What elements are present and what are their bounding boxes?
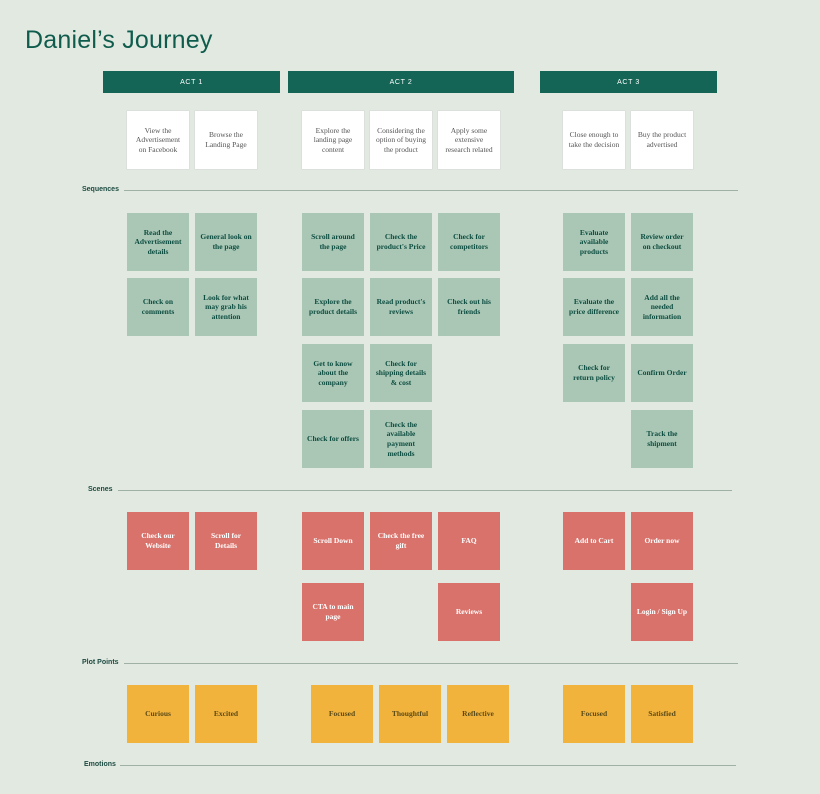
plot-points-divider — [124, 663, 738, 664]
scene-note: Look for what may grab his attention — [195, 278, 257, 336]
plot-point-note: CTA to main page — [302, 583, 364, 641]
emotion-note: Focused — [563, 685, 625, 743]
scenes-label: Scenes — [88, 486, 113, 493]
emotion-note: Satisfied — [631, 685, 693, 743]
scene-note: Scroll around the page — [302, 213, 364, 271]
sequence-note: Explore the landing page content — [302, 111, 364, 169]
act-2-header: ACT 2 — [288, 71, 514, 93]
emotions-divider — [120, 765, 736, 766]
act-1-header: ACT 1 — [103, 71, 280, 93]
plot-point-note: Add to Cart — [563, 512, 625, 570]
scene-note: Check for competitors — [438, 213, 500, 271]
plot-points-label: Plot Points — [82, 659, 119, 666]
scene-note: Check for return policy — [563, 344, 625, 402]
scene-note: Get to know about the company — [302, 344, 364, 402]
scene-note: Check the available payment methods — [370, 410, 432, 468]
sequences-label: Sequences — [82, 186, 119, 193]
emotion-note: Curious — [127, 685, 189, 743]
sequence-note: View the Advertisement on Facebook — [127, 111, 189, 169]
emotion-note: Excited — [195, 685, 257, 743]
scene-note: Check on comments — [127, 278, 189, 336]
scene-note: Read product's reviews — [370, 278, 432, 336]
scene-note: Check for offers — [302, 410, 364, 468]
plot-point-note: Scroll Down — [302, 512, 364, 570]
plot-point-note: Order now — [631, 512, 693, 570]
emotion-note: Thoughtful — [379, 685, 441, 743]
sequence-note: Browse the Landing Page — [195, 111, 257, 169]
scene-note: Evaluate the price difference — [563, 278, 625, 336]
scene-note: Check the product's Price — [370, 213, 432, 271]
plot-point-note: FAQ — [438, 512, 500, 570]
emotion-note: Reflective — [447, 685, 509, 743]
scene-note: Read the Advertisement details — [127, 213, 189, 271]
plot-point-note: Reviews — [438, 583, 500, 641]
scene-note: Explore the product details — [302, 278, 364, 336]
plot-point-note: Login / Sign Up — [631, 583, 693, 641]
emotions-label: Emotions — [84, 761, 116, 768]
scene-note: Confirm Order — [631, 344, 693, 402]
sequence-note: Considering the option of buying the pro… — [370, 111, 432, 169]
scene-note: Check for shipping details & cost — [370, 344, 432, 402]
plot-point-note: Check our Website — [127, 512, 189, 570]
scene-note: Track the shipment — [631, 410, 693, 468]
plot-point-note: Check the free gift — [370, 512, 432, 570]
emotion-note: Focused — [311, 685, 373, 743]
scene-note: General look on the page — [195, 213, 257, 271]
sequence-note: Buy the product advertised — [631, 111, 693, 169]
sequences-divider — [124, 190, 738, 191]
plot-point-note: Scroll for Details — [195, 512, 257, 570]
scene-note: Evaluate available products — [563, 213, 625, 271]
scene-note: Check out his friends — [438, 278, 500, 336]
scenes-divider — [118, 490, 732, 491]
scene-note: Review order on checkout — [631, 213, 693, 271]
page-title: Daniel’s Journey — [25, 26, 213, 54]
sequence-note: Close enough to take the decision — [563, 111, 625, 169]
sequence-note: Apply some extensive research related — [438, 111, 500, 169]
scene-note: Add all the needed information — [631, 278, 693, 336]
act-3-header: ACT 3 — [540, 71, 717, 93]
